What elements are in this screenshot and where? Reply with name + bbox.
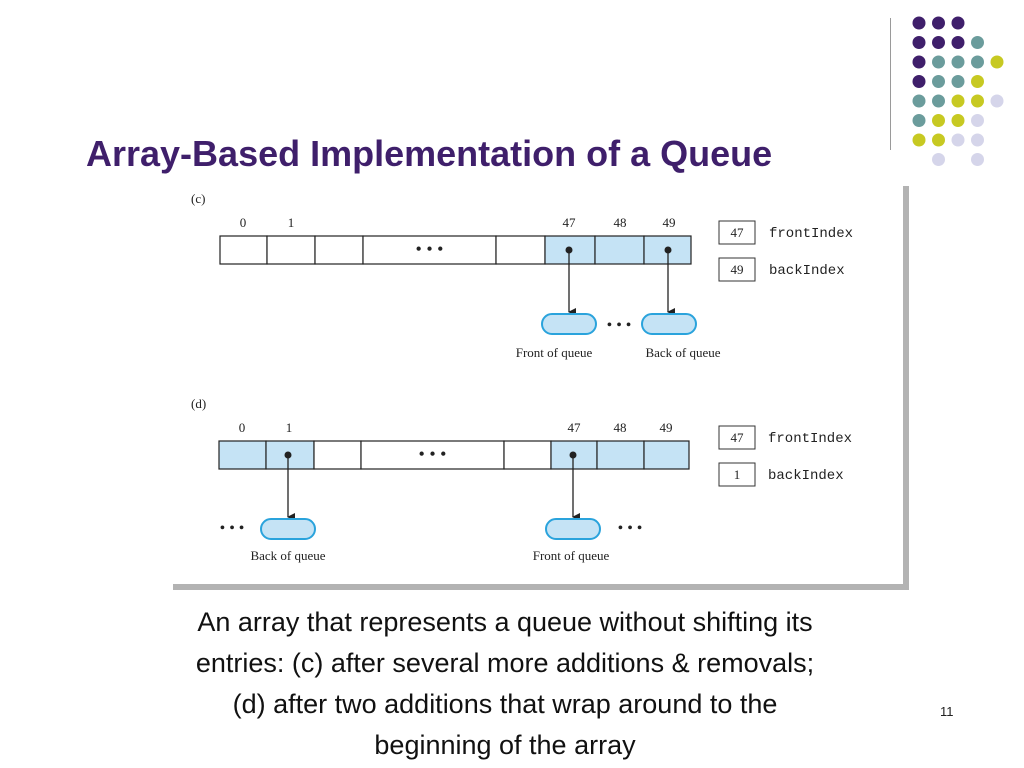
decor-dot — [932, 16, 945, 30]
front-of-queue-label: Front of queue — [516, 345, 593, 360]
panel-d-label: (d) — [191, 396, 206, 411]
title-divider-line — [890, 18, 891, 150]
decor-dot — [990, 55, 1004, 69]
index-label: 49 — [663, 215, 676, 230]
decor-dot — [912, 55, 926, 69]
index-label: 48 — [614, 215, 627, 230]
panel-d: (d) 0 1 47 48 49 • • • • • • • • • Back … — [191, 396, 852, 563]
caption-line: An array that represents a queue without… — [197, 607, 813, 637]
slide-caption: An array that represents a queue without… — [100, 602, 910, 766]
index-label: 49 — [660, 420, 673, 435]
back-index-name: backIndex — [768, 468, 844, 484]
index-label: 0 — [239, 420, 246, 435]
figure-panel: (c) 0 1 47 48 49 • • • • • • Front of qu… — [167, 180, 903, 584]
front-index-value: 47 — [731, 225, 745, 240]
caption-line: entries: (c) after several more addition… — [195, 648, 815, 678]
back-index-box — [718, 462, 756, 487]
node-ellipsis-left: • • • — [220, 520, 245, 537]
array-cell — [596, 440, 645, 470]
decor-dot — [971, 114, 984, 127]
decor-dot — [912, 94, 926, 108]
decor-dot — [990, 94, 1004, 108]
page-number: 11 — [940, 704, 954, 719]
decor-dot — [951, 55, 965, 69]
decor-dot — [932, 94, 945, 108]
decor-dot — [932, 153, 945, 166]
array-c: • • • — [219, 235, 692, 265]
front-node — [541, 313, 597, 335]
back-index-box — [718, 257, 756, 282]
queue-figure: (c) 0 1 47 48 49 • • • • • • Front of qu… — [167, 180, 909, 590]
decor-dot — [912, 133, 926, 147]
decor-dot — [932, 36, 945, 49]
array-cell — [643, 440, 690, 470]
back-index-value: 1 — [734, 467, 741, 482]
queue-diagram: (c) 0 1 47 48 49 • • • • • • Front of qu… — [191, 191, 853, 563]
decor-dot — [951, 94, 965, 108]
index-label: 0 — [240, 215, 247, 230]
decor-dot — [912, 114, 926, 127]
index-label: 48 — [614, 420, 627, 435]
decor-dot — [971, 133, 984, 147]
slide-title: Array-Based Implementation of a Queue — [86, 133, 773, 174]
front-index-value: 47 — [731, 430, 745, 445]
decor-dot — [951, 36, 965, 49]
index-label: 1 — [288, 215, 295, 230]
decor-dot — [932, 75, 945, 88]
decorative-dot-grid — [912, 16, 1004, 166]
back-node — [260, 518, 316, 540]
array-cell — [594, 235, 645, 265]
array-cell — [495, 235, 546, 265]
decor-dot — [912, 75, 926, 88]
back-index-name: backIndex — [769, 263, 845, 279]
array-ellipsis: • • • — [416, 239, 444, 259]
back-of-queue-label: Back of queue — [645, 345, 720, 360]
decor-dot — [932, 55, 945, 69]
index-label: 47 — [563, 215, 577, 230]
array-cell — [362, 235, 497, 265]
array-cell — [266, 235, 316, 265]
caption-line: (d) after two additions that wrap around… — [232, 689, 778, 719]
array-cell — [313, 440, 362, 470]
decor-dot — [951, 114, 965, 127]
panel-c-label: (c) — [191, 191, 205, 206]
back-node — [641, 313, 697, 335]
array-cell — [360, 440, 505, 470]
front-index-box — [718, 220, 756, 245]
decor-dot — [951, 16, 965, 30]
decor-dot — [971, 36, 984, 49]
node-ellipsis-right: • • • — [618, 520, 643, 537]
front-index-name: frontIndex — [768, 431, 852, 447]
decor-dot — [912, 16, 926, 30]
back-of-queue-label: Back of queue — [250, 548, 325, 563]
array-cell — [314, 235, 364, 265]
array-ellipsis: • • • — [419, 444, 447, 464]
array-cell — [219, 235, 268, 265]
decor-dot — [951, 133, 965, 147]
back-index-value: 49 — [731, 262, 744, 277]
array-cell — [503, 440, 552, 470]
caption-line: beginning of the array — [374, 730, 636, 760]
decor-dot — [971, 94, 984, 108]
index-label: 1 — [286, 420, 293, 435]
front-index-name: frontIndex — [769, 226, 853, 242]
array-d: • • • — [218, 440, 690, 470]
node-ellipsis: • • • — [607, 317, 632, 334]
array-cell — [218, 440, 267, 470]
decor-dot — [971, 75, 984, 88]
decor-dot — [971, 55, 984, 69]
decor-dot — [932, 133, 945, 147]
decor-dot — [912, 36, 926, 49]
index-label: 47 — [568, 420, 582, 435]
front-node — [545, 518, 601, 540]
decor-dot — [971, 153, 984, 166]
decor-dot — [932, 114, 945, 127]
decor-dot — [951, 75, 965, 88]
panel-c: (c) 0 1 47 48 49 • • • • • • Front of qu… — [191, 191, 853, 360]
front-of-queue-label: Front of queue — [533, 548, 610, 563]
front-index-box — [718, 425, 756, 450]
